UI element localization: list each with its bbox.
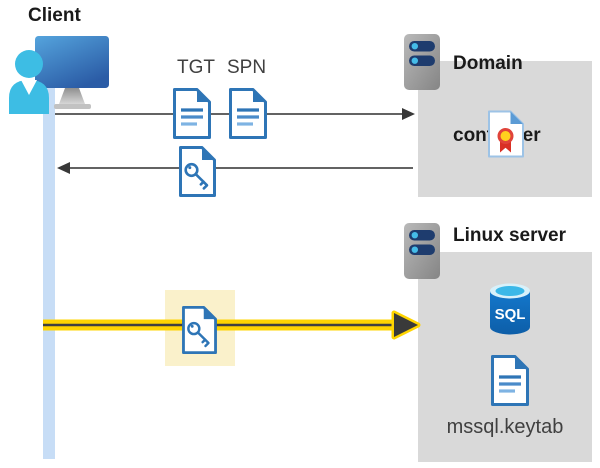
ticket-key-document-icon [179, 146, 216, 197]
spn-document-icon [229, 88, 267, 139]
key-glyph [184, 162, 209, 190]
client-title: Client [28, 5, 81, 26]
sql-label: SQL [495, 306, 526, 323]
person-collar [21, 80, 37, 95]
tgt-document-icon [173, 88, 211, 139]
person-head [15, 50, 43, 78]
client-lifeline [43, 86, 55, 459]
monitor-base [54, 104, 91, 109]
sql-database-icon: SQL [490, 283, 530, 335]
response-arrow-left [57, 162, 413, 174]
linux-server-title: Linux server [453, 225, 566, 246]
certificate-icon [488, 110, 524, 158]
keytab-document-icon [491, 355, 529, 406]
spn-label: SPN [227, 57, 267, 78]
kerberos-auth-arrow [43, 310, 421, 340]
tgt-label: TGT [177, 57, 215, 78]
domain-controller-server-icon [404, 34, 440, 90]
person-body [9, 80, 49, 114]
domain-controller-title-line1: Domain [453, 53, 523, 74]
arrowhead-right-icon [402, 108, 415, 120]
client-user-icon [9, 36, 109, 114]
keytab-key-document-icon [182, 305, 217, 355]
keytab-filename-label: mssql.keytab [446, 416, 564, 438]
linux-server-icon [404, 223, 440, 279]
certificate-seal [497, 128, 514, 144]
arrowhead-left-icon [57, 162, 70, 174]
arrowhead-yellow-icon [391, 310, 421, 340]
key-glyph [187, 321, 210, 348]
monitor-stand [59, 88, 85, 104]
monitor-icon [35, 36, 109, 88]
domain-controller-title: Domain controller [453, 4, 541, 196]
